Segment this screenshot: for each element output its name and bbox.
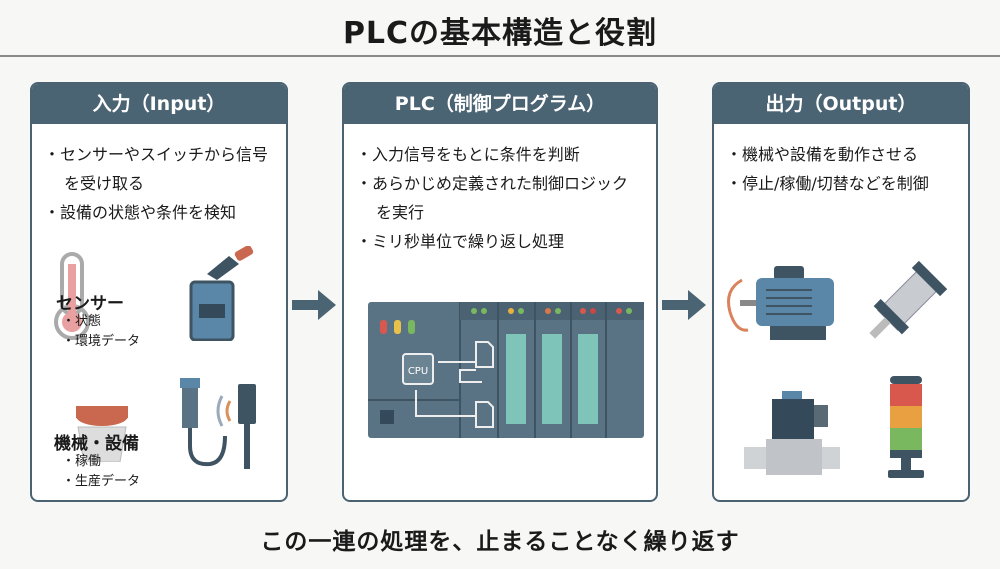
machine-item: ・稼働	[62, 454, 102, 469]
io-slot	[506, 334, 598, 424]
footer-caption: この一連の処理を、止まることなく繰り返す	[260, 529, 740, 555]
page-title: PLCの基本構造と役割	[342, 16, 658, 51]
proximity-sensor-icon	[180, 378, 256, 469]
input-header: 入力（Input）	[32, 84, 286, 124]
status-led	[471, 308, 632, 314]
input-bullet: 設備の状態や条件を検知	[50, 198, 282, 227]
output-bullet: 停止/稼働/切替などを制御	[732, 169, 954, 198]
sensor-item: ・状態	[62, 314, 102, 329]
sensor-label: センサー	[56, 294, 124, 314]
cpu-label: CPU	[408, 366, 428, 377]
motor-icon	[727, 266, 834, 340]
push-button-icon	[76, 406, 128, 462]
limit-switch-icon	[189, 246, 254, 341]
machine-label: 機械・設備	[54, 434, 139, 454]
plc-header: PLC（制御プログラム）	[344, 84, 656, 124]
arrow-input-to-plc	[292, 290, 336, 320]
input-bullet: センサーやスイッチから信号を受け取る	[50, 140, 282, 198]
plc-bullet: ミリ秒単位で繰り返し処理	[362, 227, 634, 256]
solenoid-valve-icon	[744, 391, 840, 475]
output-panel: 出力（Output） 機械や設備を動作させる 停止/稼働/切替などを制御	[712, 82, 970, 502]
plc-bullet: あらかじめ定義された制御ロジックを実行	[362, 169, 634, 227]
thermometer-icon	[54, 252, 90, 340]
input-panel: 入力（Input） センサーやスイッチから信号を受け取る 設備の状態や条件を検知…	[30, 82, 288, 502]
title-divider	[0, 55, 1000, 57]
arrow-plc-to-output	[662, 290, 706, 320]
sensor-item: ・環境データ	[62, 334, 141, 349]
plc-rack-illustration: CPU	[368, 302, 644, 438]
plc-bullet: 入力信号をもとに条件を判断	[362, 140, 634, 169]
output-bullet: 機械や設備を動作させる	[732, 140, 954, 169]
signal-tower-icon	[888, 376, 924, 478]
machine-item: ・生産データ	[62, 474, 141, 489]
plc-panel: PLC（制御プログラム） 入力信号をもとに条件を判断 あらかじめ定義された制御ロ…	[342, 82, 658, 502]
pneumatic-cylinder-icon	[869, 260, 948, 339]
output-header: 出力（Output）	[714, 84, 968, 124]
